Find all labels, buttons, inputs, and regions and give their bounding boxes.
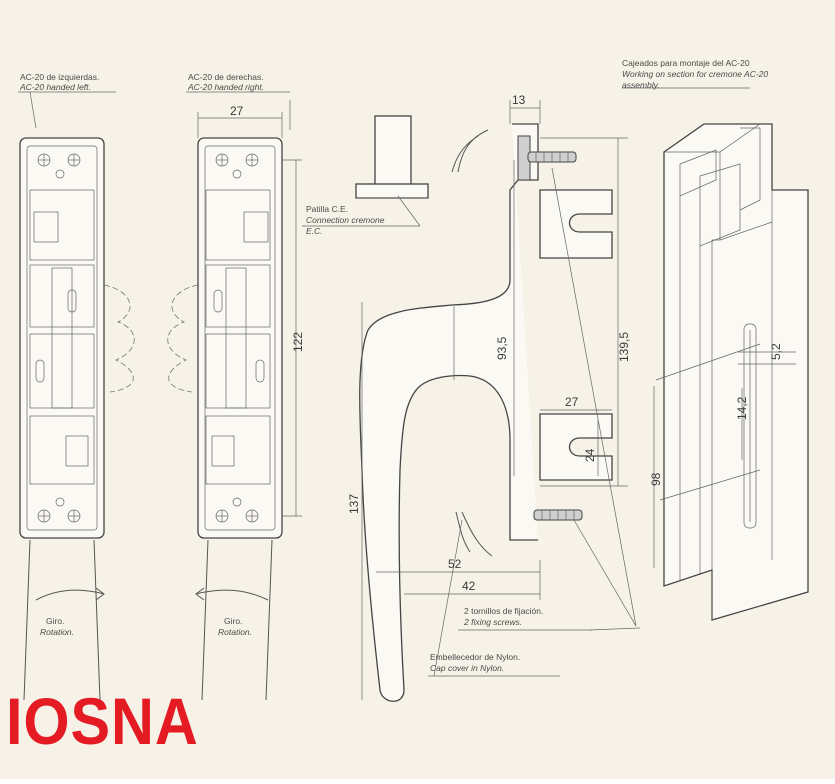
label-right-es: AC-20 de derechas. [188, 72, 264, 82]
label-cajeados-en-1: Working on section for cremone AC-20 [622, 69, 768, 79]
label-left-en: AC-20 handed left. [19, 82, 91, 92]
dim-slot-5-2: 5,2 [769, 343, 783, 360]
aluminium-profile [663, 123, 809, 621]
label-right-en: AC-20 handed right. [187, 82, 264, 92]
label-patilla-en-1: Connection cremone [306, 215, 385, 225]
brand-logo: IOSNA [6, 684, 199, 758]
dim-width-27-mid: 27 [565, 395, 579, 409]
label-patilla-en-2: E.C. [306, 226, 323, 236]
connection-cremone-part [302, 115, 429, 227]
dim-height-139-5: 139,5 [617, 332, 631, 362]
dim-height-137: 137 [347, 494, 361, 514]
label-tornillos-es: 2 tornillos de fijación. [464, 606, 543, 616]
dim-height-93-5: 93,5 [495, 336, 509, 360]
label-cajeados-es: Cajeados para montaje del AC-20 [622, 58, 750, 68]
label-tornillos-en: 2 fixing screws. [463, 617, 522, 627]
label-embellecedor-en: Cap cover in Nylon. [430, 663, 504, 673]
label-giro-en-left: Rotation. [40, 627, 74, 637]
label-cajeados-en-2: assembly. [622, 80, 660, 90]
label-patilla-es: Patilla C.E. [306, 204, 348, 214]
dim-width-42: 42 [462, 579, 476, 593]
dim-slot-14-2: 14,2 [735, 396, 749, 420]
screw-icon [533, 509, 583, 521]
rotation-arrow-icon [195, 587, 269, 601]
label-embellecedor-es: Embellecedor de Nylon. [430, 652, 520, 662]
label-giro-es-right: Giro. [224, 616, 242, 626]
rotation-arrow-icon [35, 587, 105, 601]
handle-side-profile [359, 123, 613, 702]
dim-depth-13: 13 [512, 93, 526, 107]
dim-height-122: 122 [291, 332, 305, 352]
cremone-body-right [167, 137, 283, 701]
screw-icon [527, 151, 577, 163]
dim-height-24: 24 [583, 448, 597, 462]
dim-width-52: 52 [448, 557, 462, 571]
dim-width-27-top: 27 [230, 104, 244, 118]
cremone-body-left [19, 137, 135, 701]
label-left-es: AC-20 de izquierdas. [20, 72, 99, 82]
label-giro-es-left: Giro. [46, 616, 64, 626]
dim-profile-98: 98 [649, 472, 663, 486]
label-giro-en-right: Rotation. [218, 627, 252, 637]
